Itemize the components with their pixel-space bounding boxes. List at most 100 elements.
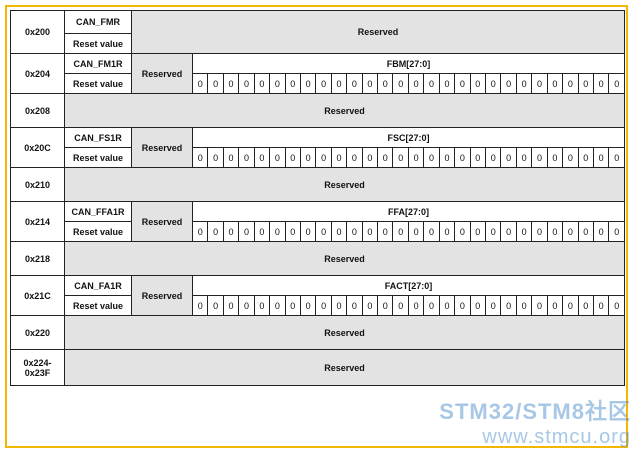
reset-bit: 0 bbox=[469, 221, 487, 242]
reset-bit: 0 bbox=[361, 147, 379, 168]
reset-bit: 0 bbox=[562, 295, 579, 316]
reset-bit: 0 bbox=[577, 295, 594, 316]
reset-bit: 0 bbox=[299, 73, 317, 94]
reserved-cell: Reserved bbox=[63, 93, 626, 128]
reset-bit: 0 bbox=[546, 147, 564, 168]
reset-bit: 0 bbox=[330, 295, 348, 316]
reset-bit: 0 bbox=[361, 295, 379, 316]
reset-value-label: Reset value bbox=[64, 221, 132, 242]
reset-bit: 0 bbox=[562, 73, 579, 94]
reset-bit: 0 bbox=[269, 147, 286, 168]
reset-bit: 0 bbox=[423, 147, 440, 168]
reset-bit: 0 bbox=[515, 221, 533, 242]
reset-bit: 0 bbox=[284, 73, 301, 94]
reset-bit: 0 bbox=[592, 147, 610, 168]
reset-bit: 0 bbox=[191, 221, 209, 242]
reserved-cell: Reserved bbox=[130, 10, 626, 54]
reset-bit: 0 bbox=[407, 221, 425, 242]
reset-bit: 0 bbox=[423, 73, 440, 94]
reset-bit: 0 bbox=[269, 221, 286, 242]
reset-bit: 0 bbox=[284, 147, 301, 168]
reset-bit: 0 bbox=[407, 73, 425, 94]
offset-cell: 0x224- 0x23F bbox=[10, 349, 65, 386]
field-name: FBM[27:0] bbox=[191, 53, 626, 74]
reserved-cell: Reserved bbox=[63, 241, 626, 276]
reset-bit: 0 bbox=[346, 221, 363, 242]
reset-bit: 0 bbox=[454, 73, 471, 94]
reset-bit: 0 bbox=[469, 295, 487, 316]
reset-bit: 0 bbox=[330, 221, 348, 242]
reset-bit: 0 bbox=[608, 221, 626, 242]
reset-bit: 0 bbox=[315, 295, 332, 316]
reset-bit: 0 bbox=[577, 147, 594, 168]
reset-bit: 0 bbox=[485, 73, 502, 94]
reset-bit: 0 bbox=[454, 221, 471, 242]
reset-bit: 0 bbox=[531, 73, 548, 94]
offset-cell: 0x21C bbox=[10, 275, 65, 316]
reset-bit: 0 bbox=[407, 295, 425, 316]
reset-bit: 0 bbox=[207, 221, 224, 242]
reset-bit: 0 bbox=[253, 221, 271, 242]
reset-bit: 0 bbox=[469, 147, 487, 168]
reset-bit: 0 bbox=[284, 295, 301, 316]
reset-bit: 0 bbox=[222, 73, 240, 94]
reset-bit: 0 bbox=[592, 73, 610, 94]
reset-bit: 0 bbox=[485, 147, 502, 168]
reset-bit: 0 bbox=[191, 295, 209, 316]
reset-value-label: Reset value bbox=[64, 147, 132, 168]
reset-bit: 0 bbox=[608, 73, 626, 94]
reset-bit: 0 bbox=[377, 221, 394, 242]
reset-bit: 0 bbox=[238, 221, 255, 242]
reset-bit: 0 bbox=[253, 147, 271, 168]
reset-bit: 0 bbox=[392, 295, 409, 316]
reserved-cell: Reserved bbox=[131, 275, 193, 316]
reset-bit: 0 bbox=[546, 295, 564, 316]
reset-bit: 0 bbox=[469, 73, 487, 94]
reset-bit: 0 bbox=[315, 221, 332, 242]
offset-cell: 0x218 bbox=[10, 241, 65, 276]
reset-bit: 0 bbox=[485, 295, 502, 316]
reset-bit: 0 bbox=[608, 295, 626, 316]
reset-bit: 0 bbox=[299, 147, 317, 168]
register-name: CAN_FMR bbox=[64, 10, 132, 34]
reset-bit: 0 bbox=[562, 221, 579, 242]
reset-bit: 0 bbox=[222, 221, 240, 242]
offset-cell: 0x204 bbox=[10, 53, 65, 94]
reset-bit: 0 bbox=[500, 147, 517, 168]
offset-cell: 0x20C bbox=[10, 127, 65, 168]
offset-cell: 0x210 bbox=[10, 167, 65, 202]
reset-bit: 0 bbox=[500, 221, 517, 242]
reset-bit: 0 bbox=[346, 73, 363, 94]
reset-bit: 0 bbox=[515, 73, 533, 94]
reset-bit: 0 bbox=[346, 147, 363, 168]
reset-bit: 0 bbox=[222, 295, 240, 316]
reset-bit: 0 bbox=[392, 221, 409, 242]
reserved-cell: Reserved bbox=[131, 201, 193, 242]
reset-bit: 0 bbox=[238, 147, 255, 168]
reserved-cell: Reserved bbox=[63, 167, 626, 202]
reserved-cell: Reserved bbox=[63, 315, 626, 350]
reset-bit: 0 bbox=[207, 73, 224, 94]
reset-bit: 0 bbox=[330, 147, 348, 168]
reset-value-label: Reset value bbox=[64, 295, 132, 316]
register-name: CAN_FM1R bbox=[64, 53, 132, 74]
reset-bit: 0 bbox=[531, 295, 548, 316]
reset-bit: 0 bbox=[315, 73, 332, 94]
reset-bit: 0 bbox=[377, 73, 394, 94]
reset-bit: 0 bbox=[515, 295, 533, 316]
reset-bit: 0 bbox=[299, 221, 317, 242]
reset-bit: 0 bbox=[269, 295, 286, 316]
offset-cell: 0x214 bbox=[10, 201, 65, 242]
document-border bbox=[5, 5, 628, 448]
reset-bit: 0 bbox=[485, 221, 502, 242]
register-name: CAN_FS1R bbox=[64, 127, 132, 148]
reset-bit: 0 bbox=[438, 295, 456, 316]
reset-bit: 0 bbox=[531, 147, 548, 168]
reset-bit: 0 bbox=[253, 73, 271, 94]
reset-bit: 0 bbox=[361, 221, 379, 242]
reset-bit: 0 bbox=[407, 147, 425, 168]
reset-bit: 0 bbox=[377, 295, 394, 316]
reset-bit: 0 bbox=[269, 73, 286, 94]
reset-bit: 0 bbox=[238, 73, 255, 94]
reset-value-label: Reset value bbox=[64, 33, 132, 54]
